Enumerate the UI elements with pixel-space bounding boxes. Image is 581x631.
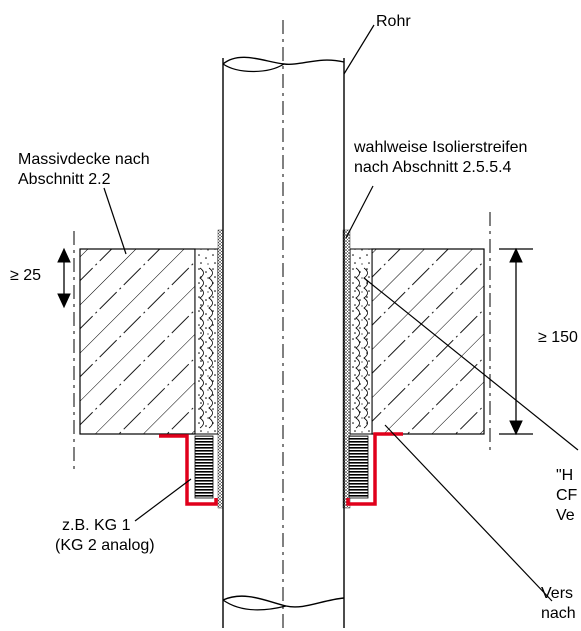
fire-collar-left [159,434,218,506]
collar-inlay-right [348,435,369,499]
label-massivdecke-line1: Massivdecke nach [18,151,150,168]
dimension-25 [57,247,71,309]
collar-inlay-left [194,435,214,499]
label-cut-vers-line2: nach [541,605,576,622]
label-kg-line1: z.B. KG 1 [62,517,131,534]
centerlines [73,20,491,630]
label-dim-150: ≥ 150 [538,329,578,346]
leader-lines [103,24,579,602]
pipe [222,56,345,628]
insulation-strip-right [342,229,351,509]
label-isolier-line1: wahlweise Isolierstreifen [354,139,528,156]
label-cut-h-line3: Ve [556,507,575,524]
label-massivdecke-line2: Abschnitt 2.2 [18,171,111,188]
annular-fill-left [194,248,219,435]
label-rohr: Rohr [376,13,411,30]
label-dim-25: ≥ 25 [10,267,42,284]
label-cut-h-line1: "H [556,467,574,484]
label-kg-line2: (KG 2 analog) [55,537,155,554]
dimension-150 [499,247,533,436]
insulation-strip-left [217,229,224,509]
label-cut-vers-line1: Vers [541,585,574,602]
fire-collar-right [346,432,403,506]
label-cut-h-line2: CF [556,487,578,504]
annular-fill-right [349,248,373,435]
slab-right [371,248,485,435]
slab-left [79,248,196,435]
label-isolier-line2: nach Abschnitt 2.5.5.4 [354,159,512,176]
